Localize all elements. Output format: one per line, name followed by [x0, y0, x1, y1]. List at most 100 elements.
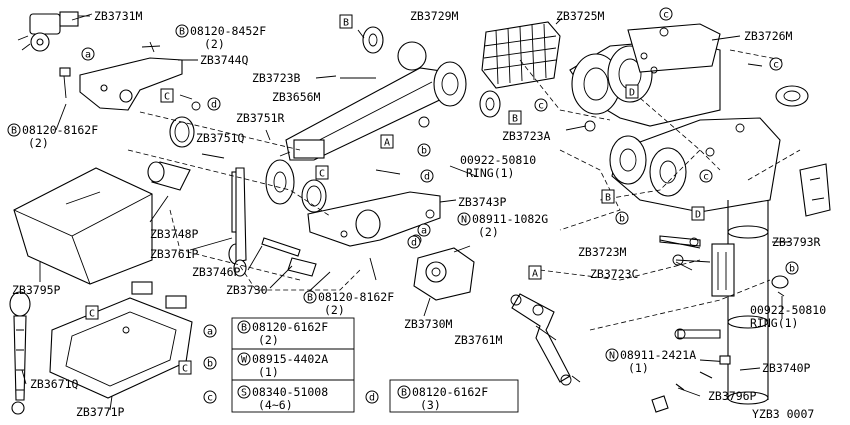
svg-text:b: b	[789, 264, 795, 275]
legend: a B 08120-6162F (2) b W 08915-4402A (1) …	[203, 317, 519, 413]
legend-row-d: d B 08120-6162F (3)	[365, 385, 488, 412]
svg-text:d: d	[211, 100, 217, 111]
svg-text:(1): (1)	[628, 361, 649, 375]
callout-zb3656m: ZB3656M	[272, 90, 321, 104]
callout-zb3729m: ZB3729M	[410, 9, 459, 23]
marker-d-top: d	[207, 97, 221, 111]
callout-zb3761m: ZB3761M	[454, 333, 503, 347]
callout-labels: ZB3731M ZB3744Q ZB3729M ZB3725M ZB3726M …	[7, 9, 826, 419]
svg-text:W: W	[241, 355, 248, 366]
svg-text:(2): (2)	[478, 225, 499, 239]
callout-zb3671q: ZB3671Q	[30, 377, 79, 391]
marker-b-right: b	[615, 211, 629, 225]
marker-a-top: a	[81, 47, 95, 61]
part-zb3730m-drawing	[413, 245, 475, 301]
callout-zb3723m: ZB3723M	[578, 245, 627, 259]
svg-text:A: A	[384, 138, 390, 149]
svg-text:d: d	[369, 393, 375, 404]
svg-text:(3): (3)	[420, 398, 441, 412]
bolt-callout-2421a: N 08911-2421A (1)	[605, 348, 696, 375]
svg-text:A: A	[532, 269, 538, 280]
view-b-top: B	[339, 14, 353, 29]
callout-zb3731m: ZB3731M	[94, 9, 143, 23]
view-c-tray-right: C	[178, 360, 192, 375]
part-zb3771p-drawing	[49, 281, 193, 399]
svg-text:N: N	[609, 351, 615, 362]
svg-text:S: S	[241, 388, 247, 399]
svg-text:c: c	[703, 172, 709, 183]
svg-text:08120-6162F: 08120-6162F	[252, 320, 328, 334]
svg-text:c: c	[773, 60, 779, 71]
diagram-id: YZB3 0007	[752, 407, 814, 421]
callout-zb3751r: ZB3751R	[236, 111, 285, 125]
view-b-right: B	[508, 110, 522, 125]
callout-zb3796p: ZB3796P	[708, 389, 757, 403]
callout-zb3746p: ZB3746P	[192, 265, 241, 279]
legend-row-a: a B 08120-6162F (2)	[203, 320, 328, 347]
svg-text:B: B	[512, 114, 518, 125]
svg-text:08120-6162F: 08120-6162F	[412, 385, 488, 399]
callout-zb3723a: ZB3723A	[502, 129, 551, 143]
svg-text:(2): (2)	[258, 333, 279, 347]
svg-text:00922-50810: 00922-50810	[460, 153, 536, 167]
view-d-top: D	[625, 84, 639, 99]
svg-text:D: D	[629, 88, 635, 99]
callout-zb3793r: ZB3793R	[772, 235, 821, 249]
bolt-callout-8162f-mid: B 08120-8162F (2)	[303, 290, 394, 317]
svg-text:a: a	[207, 327, 213, 338]
svg-text:B: B	[605, 193, 611, 204]
view-a-lower: A	[528, 265, 542, 280]
view-a-mid: A	[380, 134, 394, 149]
callout-zb3730: ZB3730	[226, 283, 268, 297]
part-pivot-drawing	[584, 117, 781, 213]
legend-row-b: b W 08915-4402A (1)	[203, 352, 328, 379]
svg-text:C: C	[89, 309, 95, 320]
svg-text:b: b	[421, 146, 427, 157]
svg-text:B: B	[179, 27, 185, 38]
view-c-mid: C	[315, 165, 329, 180]
callout-zb3740p: ZB3740P	[762, 361, 811, 375]
svg-text:(1): (1)	[258, 365, 279, 379]
callout-zb3730m: ZB3730M	[404, 317, 453, 331]
svg-text:08120-8452F: 08120-8452F	[190, 24, 266, 38]
callout-zb3748p: ZB3748P	[150, 227, 199, 241]
marker-d-lower: d	[407, 235, 421, 249]
svg-text:c: c	[207, 393, 213, 404]
callout-zb3723b: ZB3723B	[252, 71, 301, 85]
svg-text:B: B	[241, 323, 247, 334]
part-zb3795p-drawing	[13, 167, 153, 285]
part-zb3671q-drawing	[9, 291, 31, 415]
svg-text:08915-4402A: 08915-4402A	[252, 352, 328, 366]
svg-text:08120-8162F: 08120-8162F	[318, 290, 394, 304]
svg-text:RING(1): RING(1)	[466, 166, 514, 180]
marker-c-right: c	[769, 57, 783, 71]
part-zb3744q-drawing	[59, 41, 201, 111]
callout-zb3723c: ZB3723C	[590, 267, 639, 281]
callout-zb3744q: ZB3744Q	[200, 53, 249, 67]
svg-text:b: b	[207, 359, 213, 370]
svg-text:d: d	[411, 238, 417, 249]
svg-text:08911-1082G: 08911-1082G	[472, 212, 548, 226]
marker-a-mid: a	[417, 223, 431, 237]
callout-zb3795p: ZB3795P	[12, 283, 61, 297]
ring-callout-top: 00922-50810 RING(1)	[460, 153, 536, 180]
marker-b-column: b	[785, 261, 799, 275]
part-zb3761m-drawing	[510, 293, 581, 386]
svg-text:(2): (2)	[204, 37, 225, 51]
part-zb3740p-drawing	[711, 163, 831, 405]
svg-text:c: c	[663, 10, 669, 21]
marker-d-mid: d	[420, 169, 434, 183]
ring-callout-right: 00922-50810 RING(1)	[750, 303, 826, 330]
linework	[9, 11, 831, 415]
part-zb3743p-drawing	[307, 169, 441, 281]
svg-text:b: b	[619, 214, 625, 225]
svg-text:08340-51008: 08340-51008	[252, 385, 328, 399]
callout-zb3743p: ZB3743P	[458, 195, 507, 209]
svg-text:RING(1): RING(1)	[750, 316, 798, 330]
svg-text:(2): (2)	[28, 136, 49, 150]
bolt-callout-8162f-left: B 08120-8162F (2)	[7, 123, 98, 150]
svg-text:B: B	[343, 18, 349, 29]
view-b-lower: B	[601, 189, 615, 204]
part-zb3729m-drawing	[481, 21, 561, 89]
